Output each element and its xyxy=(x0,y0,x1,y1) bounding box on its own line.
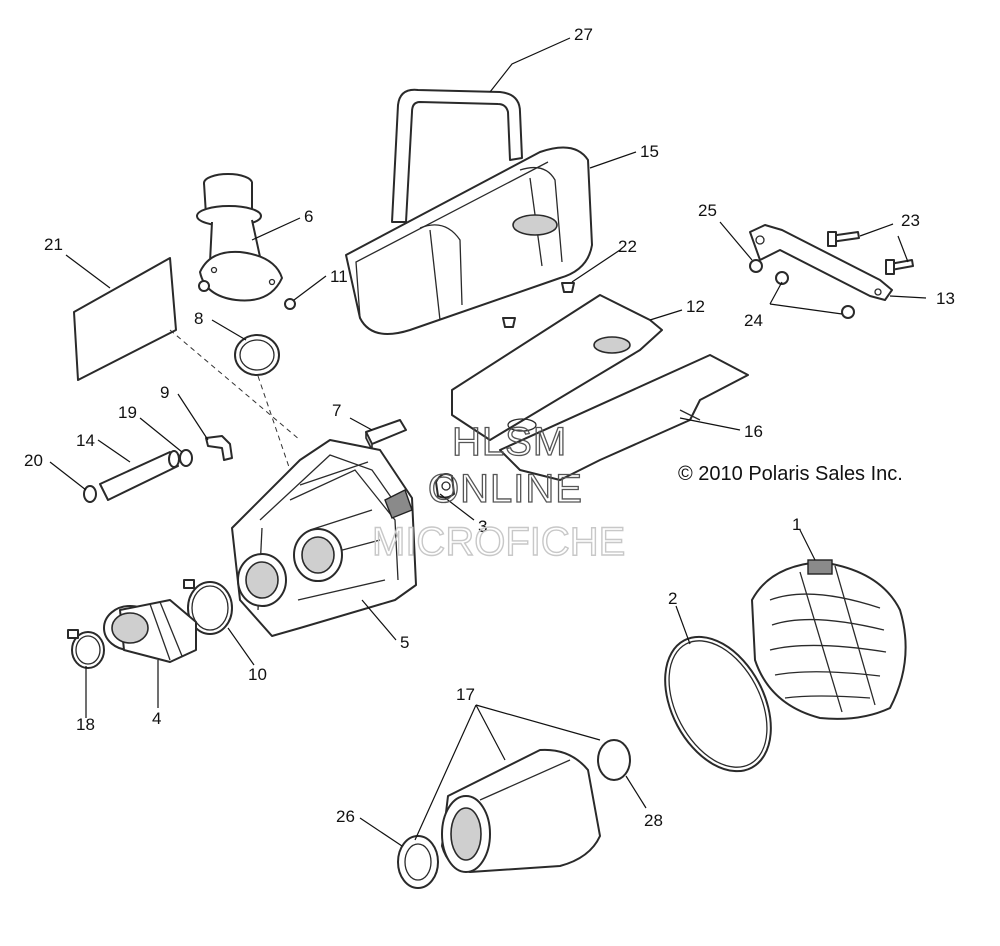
callout-25: 25 xyxy=(698,201,717,220)
callout-8: 8 xyxy=(194,309,203,328)
callout-10: 10 xyxy=(248,665,267,684)
callout-20: 20 xyxy=(24,451,43,470)
callout-5: 5 xyxy=(400,633,409,652)
watermark-line1: HLSM xyxy=(452,420,567,464)
callout-1: 1 xyxy=(792,515,801,534)
callout-14: 14 xyxy=(76,431,95,450)
part-14-hose xyxy=(99,450,180,501)
part-2-gasket xyxy=(664,635,772,773)
part-1-cover xyxy=(751,559,907,720)
callout-9: 9 xyxy=(160,383,169,402)
callout-labels: 27 15 22 6 11 12 13 23 25 24 21 8 7 9 19… xyxy=(24,25,955,830)
part-23-bolts xyxy=(827,231,914,275)
callout-6: 6 xyxy=(304,207,313,226)
part-15-cover xyxy=(345,146,593,335)
part-22-rivets xyxy=(502,282,575,328)
callout-13: 13 xyxy=(936,289,955,308)
part-17-filter xyxy=(441,748,601,873)
part-19-clamp xyxy=(179,449,193,467)
part-25-nut xyxy=(749,259,763,273)
callout-27: 27 xyxy=(574,25,593,44)
callout-19: 19 xyxy=(118,403,137,422)
callout-4: 4 xyxy=(152,709,161,728)
callout-28: 28 xyxy=(644,811,663,830)
part-7-block xyxy=(365,419,407,451)
callout-3: 3 xyxy=(478,517,487,536)
part-18-clamp xyxy=(67,629,105,669)
part-20-clamp xyxy=(83,485,97,503)
copyright-text: © 2010 Polaris Sales Inc. xyxy=(678,463,903,485)
part-8-oring xyxy=(234,334,280,376)
part-21-label xyxy=(73,257,177,381)
callout-2: 2 xyxy=(668,589,677,608)
callout-12: 12 xyxy=(686,297,705,316)
part-12-plate xyxy=(451,294,663,441)
part-10-clamp xyxy=(183,579,233,635)
part-24-nuts xyxy=(775,271,855,319)
callout-22: 22 xyxy=(618,237,637,256)
callout-24: 24 xyxy=(744,311,763,330)
callout-11: 11 xyxy=(330,267,348,286)
watermark-line3: MICROFICHE xyxy=(372,520,625,564)
callout-23: 23 xyxy=(901,211,920,230)
callout-18: 18 xyxy=(76,715,95,734)
callout-7: 7 xyxy=(332,401,341,420)
part-26-ring xyxy=(397,835,439,889)
callout-21: 21 xyxy=(44,235,63,254)
part-9-elbow xyxy=(205,435,233,461)
part-11-screws xyxy=(198,280,296,310)
watermark-line2: ONLINE xyxy=(428,467,583,511)
part-4-boot xyxy=(103,599,197,663)
part-3-clip xyxy=(435,473,455,499)
part-27-handle xyxy=(391,88,523,223)
part-6-snorkel xyxy=(196,173,283,302)
callout-15: 15 xyxy=(640,142,659,161)
leader-lines xyxy=(49,37,927,847)
part-28-cap xyxy=(597,739,631,781)
callout-16: 16 xyxy=(744,422,763,441)
callout-26: 26 xyxy=(336,807,355,826)
part-13-bracket xyxy=(749,224,893,301)
callout-17: 17 xyxy=(456,685,475,704)
part-5-airbox xyxy=(231,439,417,637)
